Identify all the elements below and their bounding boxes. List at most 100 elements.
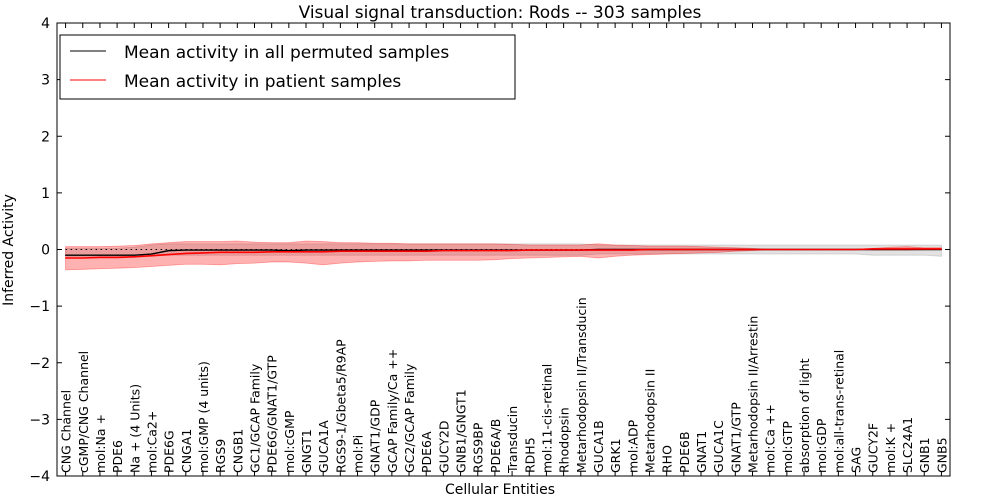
- point-series-1: [803, 248, 805, 251]
- point-series-1: [511, 250, 513, 252]
- point-series-1: [339, 250, 341, 252]
- point-series-0: [391, 249, 393, 251]
- point-series-0: [253, 249, 256, 251]
- chart-title: Visual signal transduction: Rods -- 303 …: [299, 3, 702, 23]
- point-series-1: [168, 253, 170, 256]
- x-tick-label: PDE6G: [162, 430, 177, 473]
- point-series-1: [305, 251, 307, 253]
- y-tick-label: 0: [41, 243, 50, 259]
- point-series-0: [219, 249, 221, 251]
- point-series-1: [99, 256, 101, 259]
- point-series-1: [580, 249, 582, 251]
- x-tick-label: Transducin: [505, 406, 520, 474]
- point-series-0: [150, 253, 153, 255]
- point-series-0: [82, 254, 84, 256]
- point-series-1: [322, 251, 324, 253]
- x-tick-label: RGS9: [213, 439, 228, 473]
- x-tick-label: mol:Na +: [93, 414, 108, 473]
- x-tick-label: PDE6B: [677, 431, 692, 473]
- y-tick-label: −4: [29, 469, 50, 485]
- point-series-0: [185, 249, 187, 251]
- point-series-0: [356, 249, 359, 251]
- x-tick-label: GUCA1C: [711, 420, 726, 473]
- y-tick-label: 1: [41, 186, 50, 202]
- point-series-0: [374, 249, 376, 251]
- y-tick-label: −2: [29, 356, 50, 372]
- x-tick-label: GUCA1A: [316, 420, 331, 473]
- x-tick-label: PDE6: [110, 440, 125, 473]
- x-tick-label: absorption of light: [797, 358, 812, 473]
- point-series-1: [786, 248, 788, 251]
- x-tick-label: GNAT1: [694, 431, 709, 473]
- point-series-1: [837, 248, 839, 251]
- point-series-0: [288, 250, 290, 252]
- y-tick-label: 3: [41, 73, 50, 89]
- x-tick-label: PDE6A/B: [488, 419, 503, 473]
- point-series-1: [408, 250, 410, 252]
- point-series-0: [202, 249, 204, 251]
- x-tick-label: GNB5: [934, 437, 949, 473]
- legend-box: [59, 34, 516, 100]
- x-tick-label: mol:Ca2+: [144, 411, 159, 473]
- x-tick-label: SLC24A1: [900, 417, 915, 473]
- x-tick-label: CNG Channel: [59, 390, 74, 473]
- x-tick-label: GNAT1/GTP: [728, 402, 743, 473]
- point-series-1: [854, 248, 857, 251]
- point-series-1: [563, 249, 565, 251]
- point-series-1: [116, 256, 118, 259]
- point-series-1: [923, 248, 925, 250]
- point-series-1: [872, 248, 874, 250]
- x-tick-label: GCAP Family/Ca ++: [385, 349, 400, 473]
- point-series-1: [356, 250, 359, 252]
- x-tick-label: mol:GTP: [780, 421, 795, 473]
- x-tick-label: RDH5: [522, 437, 537, 473]
- y-tick-label: 4: [41, 16, 50, 32]
- point-series-1: [545, 249, 548, 251]
- x-tick-label: CNGA1: [179, 429, 194, 473]
- point-series-1: [271, 251, 273, 253]
- point-series-1: [185, 252, 187, 255]
- x-tick-label: Metarhodopsin II: [642, 369, 657, 473]
- x-tick-label: RGS9BP: [471, 422, 486, 473]
- point-series-0: [425, 249, 427, 251]
- x-tick-label: mol:Pi: [351, 435, 366, 473]
- legend: Mean activity in all permuted samples Me…: [59, 34, 516, 100]
- point-series-0: [99, 254, 101, 256]
- point-series-1: [751, 248, 754, 251]
- point-series-1: [374, 250, 376, 252]
- x-tick-label: GUCA1B: [591, 420, 606, 473]
- x-tick-label: GNGT1: [299, 429, 314, 473]
- x-tick-label: mol:K +: [883, 423, 898, 473]
- point-series-1: [253, 251, 256, 253]
- point-series-1: [734, 248, 736, 251]
- x-tick-label: CNGB1: [230, 429, 245, 473]
- point-series-1: [683, 248, 685, 251]
- x-tick-label: GNAT1/GDP: [368, 399, 383, 473]
- x-tick-label: mol:Ca ++: [763, 404, 778, 473]
- x-tick-label: Metarhodopsin II/Transducin: [574, 297, 589, 473]
- x-tick-label: mol:cGMP: [282, 410, 297, 473]
- x-tick-label: GUCY2D: [436, 420, 451, 473]
- point-series-1: [648, 248, 651, 251]
- point-series-1: [82, 257, 84, 259]
- x-axis-label: Cellular Entities: [445, 482, 555, 498]
- legend-label-permuted: Mean activity in all permuted samples: [124, 43, 449, 63]
- point-series-1: [150, 255, 153, 257]
- x-tick-label: mol:11-cis-retinal: [539, 364, 554, 473]
- y-tick-label: −3: [29, 412, 50, 428]
- x-tick-label: mol:all-trans-retinal: [831, 350, 846, 473]
- point-series-1: [906, 248, 908, 250]
- x-tick-label: SAG: [849, 447, 864, 473]
- point-series-1: [769, 248, 771, 251]
- point-series-1: [631, 249, 633, 251]
- x-tick-label: GC2/GCAP Family: [402, 363, 417, 473]
- point-series-1: [236, 251, 238, 253]
- point-series-1: [442, 250, 444, 252]
- point-series-1: [717, 248, 719, 251]
- point-series-1: [288, 251, 290, 253]
- line-series-1: [65, 248, 942, 259]
- point-series-0: [271, 249, 273, 251]
- point-series-1: [597, 249, 599, 251]
- point-series-1: [219, 251, 221, 253]
